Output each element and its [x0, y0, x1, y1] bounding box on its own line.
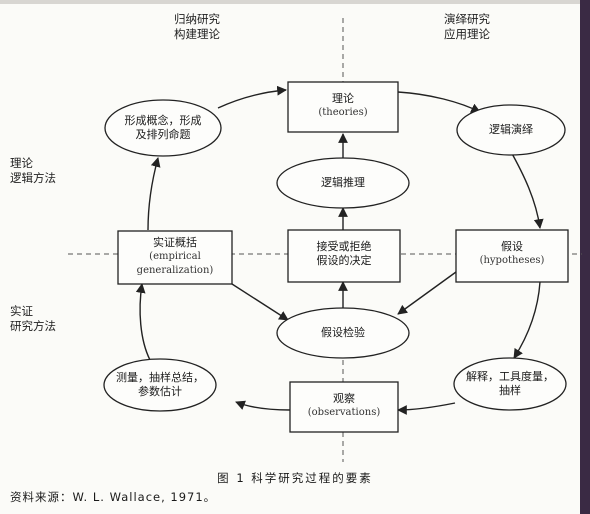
arc-generalization-to-concepts	[147, 157, 161, 231]
box-hypotheses	[455, 229, 569, 283]
ellipse-hypothesis-test	[276, 307, 410, 359]
screen-edge-right	[580, 0, 590, 514]
text-empirical-generalization: 实证概括 (empirical generalization)	[136, 236, 214, 276]
arc-deduction-to-hypotheses	[509, 149, 544, 229]
source-citation: 资料来源：W. L. Wallace, 1971。	[10, 490, 217, 504]
box-observations	[289, 381, 399, 433]
ellipse-logical-deduction	[456, 104, 566, 156]
ellipse-concept-formation	[104, 99, 222, 157]
text-logical-inference: 逻辑推理	[321, 176, 365, 189]
text-observations: 观察(observations)	[307, 392, 381, 418]
label-deductive-research: 演绎研究应用理论	[444, 12, 490, 41]
text-accept-reject: 接受或拒绝假设的决定	[316, 240, 372, 267]
text-hypotheses: 假设(hypotheses)	[479, 240, 545, 266]
text-concept-formation: 形成概念，形成及排列命题	[124, 114, 202, 141]
text-logical-deduction: 逻辑演绎	[489, 123, 533, 136]
arc-measurement-to-generalization	[135, 283, 151, 361]
ellipse-measurement	[103, 358, 217, 412]
arc-theories-to-deduction	[397, 91, 481, 113]
text-theories: 理论(theories)	[318, 92, 368, 118]
text-interpretation: 解释，工具度量，抽样	[466, 370, 554, 397]
label-theory-logic-method: 理论逻辑方法	[10, 156, 56, 185]
arc-hypotheses-to-interpretation	[513, 281, 541, 359]
arrow-hypotheses-to-test	[397, 271, 457, 315]
label-empirical-research-method: 实证研究方法	[10, 304, 56, 333]
box-empirical-generalization	[117, 230, 233, 285]
figure-caption: 图 1 科学研究过程的要素	[217, 471, 373, 485]
arc-observations-to-measurement	[235, 400, 291, 411]
ellipse-interpretation	[453, 357, 567, 411]
arc-interpretation-to-observations	[397, 402, 456, 415]
arrow-generalization-to-test	[231, 283, 289, 321]
screen-edge-top	[0, 0, 590, 4]
ellipse-logical-inference	[276, 157, 410, 209]
box-theories	[287, 81, 399, 133]
box-accept-reject	[287, 229, 401, 283]
text-measurement: 测量，抽样总结，参数估计	[116, 371, 204, 398]
label-inductive-research: 归纳研究构建理论	[174, 12, 220, 41]
text-hypothesis-test: 假设检验	[321, 326, 365, 339]
arc-concepts-to-theories	[217, 85, 287, 109]
